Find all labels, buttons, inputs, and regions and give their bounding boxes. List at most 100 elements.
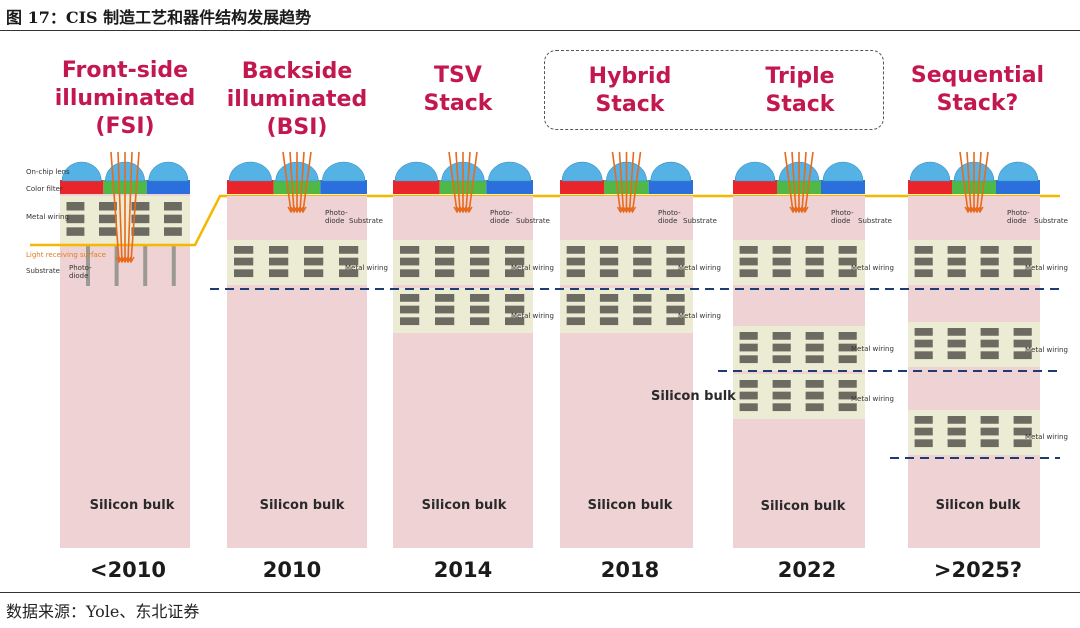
light-ray	[959, 151, 969, 213]
wiring-block	[435, 257, 455, 266]
wiring-block	[400, 317, 420, 326]
wiring-block	[1013, 439, 1032, 448]
wiring-block	[805, 343, 824, 352]
wiring-block	[505, 269, 525, 278]
wiring-block	[947, 328, 966, 336]
light-ray-arrowhead	[619, 206, 628, 214]
wiring-block	[633, 294, 652, 302]
light-ray	[465, 151, 471, 213]
on-chip-lens-dome	[488, 161, 532, 182]
wiring-block	[772, 391, 791, 400]
bulk-label-tsv: Silicon bulk	[421, 498, 507, 513]
color-filter-cell	[320, 180, 367, 194]
wiring-block	[566, 257, 585, 266]
wiring-block	[505, 246, 525, 254]
wiring-block	[164, 214, 182, 224]
wiring-block	[772, 332, 791, 340]
wiring-block	[805, 355, 824, 364]
light-ray	[130, 151, 140, 263]
light-ray-arrowhead	[296, 206, 304, 214]
on-chip-lens-dome	[61, 161, 102, 182]
light-ray-arrowhead	[118, 256, 126, 264]
color-filter-cell	[393, 180, 440, 194]
light-ray	[282, 151, 292, 213]
label-photodiode-bsi: Photo-diode	[325, 209, 348, 225]
wiring-block	[66, 214, 85, 224]
light-ray	[289, 151, 295, 213]
light-ray-arrowhead	[967, 206, 975, 214]
heading-line: TSV	[434, 63, 482, 88]
wiring-block	[914, 439, 933, 448]
wiring-block	[599, 257, 619, 266]
wiring-block	[599, 269, 619, 278]
wiring-block	[599, 305, 619, 314]
wiring-block	[739, 343, 758, 352]
light-ray-arrowhead	[801, 206, 809, 214]
wiring-block	[164, 202, 182, 211]
wiring-block	[400, 294, 420, 302]
wiring-block	[914, 328, 933, 336]
wiring-block	[838, 269, 857, 278]
light-ray	[804, 151, 814, 213]
wiring-block	[739, 246, 758, 254]
label-substrate-bsi: Substrate	[349, 217, 383, 225]
wiring-block	[947, 427, 966, 436]
light-ray-arrowhead	[293, 206, 301, 214]
wiring-block	[599, 317, 619, 326]
light-ray	[791, 151, 797, 213]
wiring-block	[666, 294, 685, 302]
wiring-block	[914, 269, 933, 278]
wiring-block	[234, 269, 254, 278]
light-ray-arrowhead	[124, 256, 132, 264]
wiring-block	[980, 339, 999, 348]
label-metal-wiring-triple-2: Metal wiring	[851, 345, 894, 353]
light-ray	[611, 151, 622, 213]
wiring-block	[1013, 269, 1032, 278]
label-metal-wiring-tsv-2: Metal wiring	[511, 312, 554, 320]
heading-line: Hybrid	[588, 64, 672, 89]
label-silicon-bulk-triple-middle: Silicon bulk	[651, 389, 736, 404]
wiring-block	[1013, 416, 1032, 424]
light-ray	[110, 151, 120, 263]
light-ray	[127, 151, 133, 263]
wiring-block	[66, 202, 85, 211]
wiring-block	[633, 317, 652, 326]
label-metal-wiring-seq-1: Metal wiring	[1025, 264, 1068, 272]
wiring-block	[435, 269, 455, 278]
heading-line: illuminated	[226, 87, 368, 112]
bulk-label-sequential: Silicon bulk	[935, 498, 1021, 513]
wiring-block	[164, 227, 182, 236]
wiring-block	[805, 257, 824, 266]
bulk-label-triple: Silicon bulk	[760, 499, 846, 514]
wiring-block	[980, 257, 999, 266]
wiring-block	[980, 246, 999, 254]
wiring-block	[566, 317, 585, 326]
wiring-block	[739, 391, 758, 400]
light-ray	[302, 151, 312, 213]
wiring-block	[269, 246, 289, 254]
wiring-block	[805, 403, 824, 412]
on-chip-lens-dome	[909, 161, 951, 182]
light-ray	[628, 151, 635, 213]
photodiode-line: Photo-	[1007, 209, 1030, 217]
wiring-block	[980, 416, 999, 424]
wiring-block	[566, 294, 585, 302]
heading-sequential: Sequential Stack?	[895, 62, 1060, 118]
on-chip-lens-dome	[650, 161, 692, 182]
wiring-block	[1013, 339, 1032, 348]
wiring-block	[805, 269, 824, 278]
light-ray-arrowhead	[628, 206, 637, 214]
wiring-block	[772, 380, 791, 388]
heading-hybrid: Hybrid Stack	[560, 63, 700, 119]
photodiode-line: Photo-	[831, 209, 854, 217]
year-hybrid: 2018	[600, 558, 660, 582]
photodiode-line: Photo-	[490, 209, 513, 217]
wiring-block	[739, 355, 758, 364]
wiring-block	[339, 257, 359, 266]
wiring-block	[947, 416, 966, 424]
wiring-block	[838, 332, 857, 340]
year-triple: 2022	[777, 558, 837, 582]
wiring-block	[400, 246, 420, 254]
bulk-label-bsi: Silicon bulk	[259, 498, 345, 513]
